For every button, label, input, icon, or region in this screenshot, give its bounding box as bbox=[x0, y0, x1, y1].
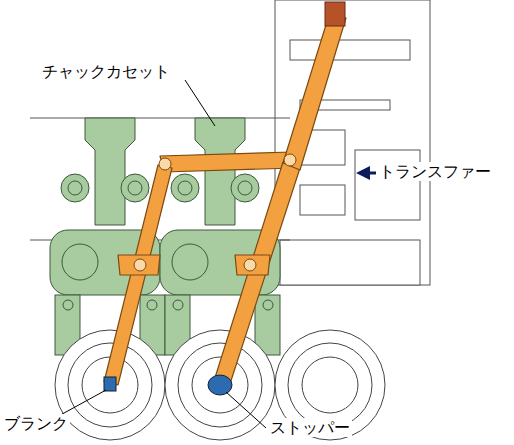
part-label: チャックカセット bbox=[40, 62, 172, 81]
part-label: ブランク bbox=[2, 414, 70, 433]
direction-label: トランスファー bbox=[377, 162, 493, 181]
part-label: ストッパー bbox=[268, 418, 352, 437]
